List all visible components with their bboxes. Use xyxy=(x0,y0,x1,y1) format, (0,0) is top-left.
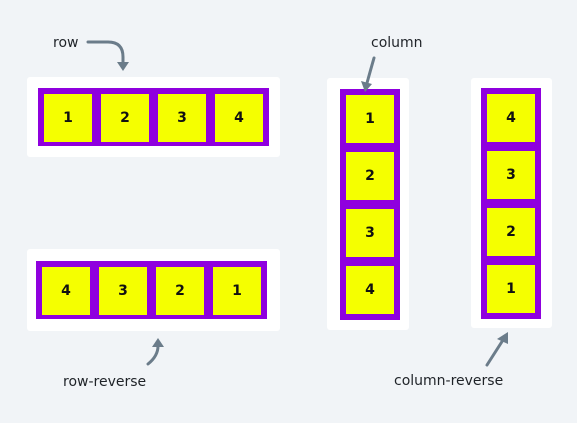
row-arrowhead-icon xyxy=(117,62,129,71)
column-reverse-label: column-reverse xyxy=(394,373,504,389)
row-reverse-item-3: 3 xyxy=(99,267,147,315)
column-reverse-arrowhead-icon xyxy=(497,332,508,344)
column-label: column xyxy=(371,35,423,51)
row-item-4: 4 xyxy=(215,94,263,142)
row-reverse-item-2: 2 xyxy=(156,267,204,315)
column-item-1: 1 xyxy=(346,95,394,143)
row-reverse-arrow-icon xyxy=(146,344,160,366)
column-item-3: 3 xyxy=(346,209,394,257)
column-reverse-container: 1 2 3 4 xyxy=(481,88,541,319)
column-reverse-card: 1 2 3 4 xyxy=(471,78,552,328)
column-reverse-arrow-icon xyxy=(485,338,505,367)
row-item-3: 3 xyxy=(158,94,206,142)
row-container: 1 2 3 4 xyxy=(38,88,269,146)
column-reverse-item-4: 4 xyxy=(487,94,535,142)
column-reverse-item-2: 2 xyxy=(487,208,535,256)
row-label: row xyxy=(53,35,79,51)
row-reverse-arrowhead-icon xyxy=(152,338,164,347)
row-reverse-card: 1 2 3 4 xyxy=(27,249,280,331)
column-arrowhead-icon xyxy=(361,81,372,92)
column-card: 1 2 3 4 xyxy=(327,78,409,330)
column-reverse-item-3: 3 xyxy=(487,151,535,199)
row-card: 1 2 3 4 xyxy=(27,77,280,157)
row-arrow-icon xyxy=(86,40,125,64)
row-reverse-container: 1 2 3 4 xyxy=(36,261,267,319)
row-item-1: 1 xyxy=(44,94,92,142)
column-reverse-item-1: 1 xyxy=(487,265,535,313)
row-reverse-item-1: 1 xyxy=(213,267,261,315)
column-container: 1 2 3 4 xyxy=(340,89,400,320)
column-arrow-icon xyxy=(365,56,376,85)
row-reverse-label: row-reverse xyxy=(63,374,147,390)
row-item-2: 2 xyxy=(101,94,149,142)
column-item-4: 4 xyxy=(346,266,394,314)
row-reverse-item-4: 4 xyxy=(42,267,90,315)
column-item-2: 2 xyxy=(346,152,394,200)
